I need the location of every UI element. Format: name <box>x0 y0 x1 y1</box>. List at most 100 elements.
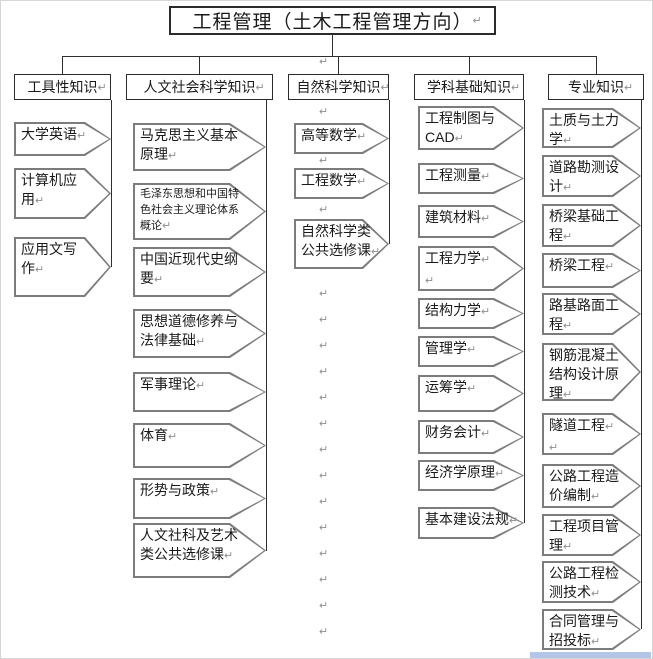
column-stem-line <box>62 56 63 74</box>
course-text: 桥梁基础工程 <box>549 208 619 243</box>
course-label: 桥梁基础工程↵ <box>549 208 619 243</box>
course-shape: 高等数学↵ <box>294 123 389 154</box>
course-label: 运筹学↵ <box>425 379 477 395</box>
course-label: 公路工程造价编制↵ <box>549 468 619 503</box>
course-text: 钢筋混凝土结构设计原理 <box>549 347 619 401</box>
course-label: 路基路面工程↵ <box>549 297 619 332</box>
course-text: 高等数学 <box>301 127 357 143</box>
course-shape: 中国近现代史纲要↵ <box>133 247 266 297</box>
course-shape: 工程项目管理↵ <box>542 514 641 556</box>
course-text: 大学英语 <box>21 126 77 142</box>
course-text: 建筑材料 <box>425 209 481 225</box>
paragraph-mark: ↵ <box>319 548 329 560</box>
paragraph-mark: ↵ <box>319 288 329 300</box>
course-text: 公路工程检测技术 <box>549 565 619 600</box>
course-shape: 桥梁工程↵ <box>542 253 641 288</box>
course-label: 应用文写作↵ <box>21 241 77 276</box>
course-label: 毛泽东思想和中国特色社会主义理论体系概论↵ <box>140 188 239 232</box>
course-shape: 工程力学↵ ↵ <box>418 246 524 291</box>
course-label: 道路勘测设计↵ <box>549 159 619 194</box>
course-text: 公路工程造价编制 <box>549 468 619 503</box>
course-text-line: 工程力学↵ <box>425 250 491 266</box>
course-label: 财务会计↵ <box>425 424 491 440</box>
column-header-label: 自然科学知识 <box>296 79 381 95</box>
course-label: 中国近现代史纲要↵ <box>140 251 238 286</box>
course-text: 合同管理与招投标 <box>549 613 619 648</box>
course-label: 马克思主义基本原理↵ <box>140 127 238 162</box>
course-shape: 军事理论↵ <box>133 372 266 412</box>
diagram-title: 工程管理（土木工程管理方向） <box>192 12 473 33</box>
course-shape: 人文社科及艺术类公共选修课↵ <box>133 523 266 578</box>
course-label: 自然科学类公共选修课↵ <box>301 223 381 258</box>
course-shape: 运筹学↵ <box>418 375 524 412</box>
column-connector-line <box>266 100 267 551</box>
empty-line: ↵ <box>425 275 435 287</box>
course-label: 隧道工程↵↵ <box>549 416 621 458</box>
course-shape: 钢筋混凝土结构设计原理↵ <box>542 343 641 401</box>
paragraph-mark: ↵ <box>319 204 329 216</box>
course-text: 管理学 <box>425 340 467 356</box>
course-label: 基本建设法规↵ <box>425 510 518 531</box>
course-shape: 土质与土力学↵ <box>542 108 641 148</box>
column-connector-line <box>389 100 390 244</box>
course-text: 道路勘测设计 <box>549 159 619 194</box>
course-text: 隧道工程 <box>549 417 605 433</box>
course-shape: 管理学↵ <box>418 336 524 367</box>
course-text: 路基路面工程 <box>549 297 619 332</box>
course-label: 体育↵ <box>140 427 178 443</box>
course-label: 合同管理与招投标↵ <box>549 613 619 648</box>
course-shape: 应用文写作↵ <box>14 237 111 297</box>
course-label: 工程测量↵ <box>425 167 491 183</box>
course-label: 高等数学↵ <box>301 127 367 143</box>
course-shape: 结构力学↵ <box>418 298 524 329</box>
course-label: 大学英语↵ <box>21 126 87 142</box>
course-label: 结构力学↵ <box>425 302 491 318</box>
column-header-label: 学科基础知识 <box>427 79 511 95</box>
course-label: 工程制图与CAD↵ <box>425 110 495 145</box>
course-shape: 工程测量↵ <box>418 163 524 194</box>
selection-highlight-bar <box>530 652 651 658</box>
course-shape: 道路勘测设计↵ <box>542 155 641 197</box>
course-text: 思想道德修养与法律基础 <box>140 313 238 348</box>
column-connector-line <box>524 100 525 523</box>
column-stem-line <box>469 56 470 74</box>
course-text: 形势与政策 <box>140 482 210 498</box>
course-text: 结构力学 <box>425 302 481 318</box>
course-label: 公路工程检测技术↵ <box>549 565 619 600</box>
course-shape: 自然科学类公共选修课↵ <box>294 219 389 269</box>
column-header-humanities: 人文社会科学知识↵ <box>126 74 273 100</box>
empty-line: ↵ <box>549 442 559 454</box>
course-shape: 路基路面工程↵ <box>542 293 641 335</box>
title-stem-line <box>332 35 333 56</box>
course-text: 财务会计 <box>425 424 481 440</box>
course-text: 人文社科及艺术类公共选修课 <box>140 527 238 562</box>
course-label: 军事理论↵ <box>140 376 206 392</box>
course-shape: 工程制图与CAD↵ <box>418 106 524 150</box>
paragraph-mark: ↵ <box>319 418 329 430</box>
course-shape: 马克思主义基本原理↵ <box>133 123 266 171</box>
course-text: 工程项目管理 <box>549 518 619 553</box>
course-text: 计算机应用 <box>21 172 77 207</box>
course-text: 毛泽东思想和中国特色社会主义理论体系概论 <box>140 188 239 232</box>
course-text: 工程制图与CAD <box>425 110 495 145</box>
column-connector-line <box>641 100 642 629</box>
course-shape: 公路工程检测技术↵ <box>542 561 641 603</box>
column-header-professional: 专业知识↵ <box>548 74 644 100</box>
course-shape: 思想道德修养与法律基础↵ <box>133 309 266 358</box>
paragraph-mark: ↵ <box>319 444 329 456</box>
column-header-label: 工具性知识 <box>27 79 98 95</box>
course-shape: 建筑材料↵ <box>418 205 524 238</box>
course-label: 工程数学↵ <box>301 172 367 188</box>
course-text: 工程力学 <box>425 250 481 266</box>
course-shape: 工程数学↵ <box>294 168 389 199</box>
course-label: 管理学↵ <box>425 340 477 356</box>
course-shape: 毛泽东思想和中国特色社会主义理论体系概论↵ <box>133 183 266 240</box>
course-shape: 桥梁基础工程↵ <box>542 204 641 247</box>
paragraph-mark: ↵ <box>319 56 329 68</box>
course-label: 工程项目管理↵ <box>549 518 619 553</box>
column-stem-line <box>596 56 597 74</box>
course-text: 工程测量 <box>425 167 481 183</box>
course-text: 中国近现代史纲要 <box>140 251 238 286</box>
paragraph-mark: ↵ <box>319 366 329 378</box>
